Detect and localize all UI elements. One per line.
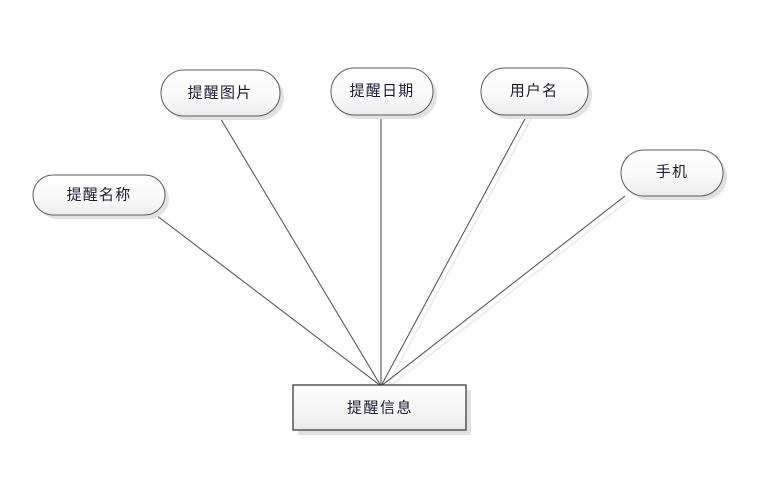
attribute-shape-reminder-date — [330, 67, 434, 116]
edge-group — [147, 114, 630, 391]
attribute-shape-mobile — [620, 149, 724, 197]
entity-shape-reminder-info — [292, 384, 467, 431]
attribute-shape-reminder-picture — [160, 69, 281, 117]
attribute-node-username[interactable]: 用户名 — [480, 67, 592, 119]
attribute-node-mobile[interactable]: 手机 — [620, 149, 727, 200]
attribute-label-reminder-name: 提醒名称 — [67, 186, 132, 203]
edge-shadow-mobile — [384, 199, 630, 391]
attribute-node-reminder-date[interactable]: 提醒日期 — [330, 67, 437, 119]
attribute-shape-reminder-name — [32, 174, 166, 216]
edge-reminder-picture — [218, 115, 382, 387]
edge-mobile — [380, 195, 626, 387]
entity-node-reminder-info[interactable]: 提醒信息 — [292, 384, 471, 435]
attribute-shape-username — [480, 67, 589, 116]
edge-reminder-name — [147, 208, 382, 387]
attribute-label-reminder-date: 提醒日期 — [350, 82, 415, 99]
attribute-node-reminder-picture[interactable]: 提醒图片 — [160, 69, 284, 120]
edge-shadow-username — [384, 118, 532, 391]
attribute-node-reminder-name[interactable]: 提醒名称 — [32, 174, 169, 219]
attribute-label-mobile: 手机 — [656, 163, 688, 180]
attribute-label-reminder-picture: 提醒图片 — [188, 84, 253, 101]
entity-label-reminder-info: 提醒信息 — [347, 399, 413, 416]
attribute-label-username: 用户名 — [510, 82, 559, 99]
edge-username — [380, 114, 528, 387]
